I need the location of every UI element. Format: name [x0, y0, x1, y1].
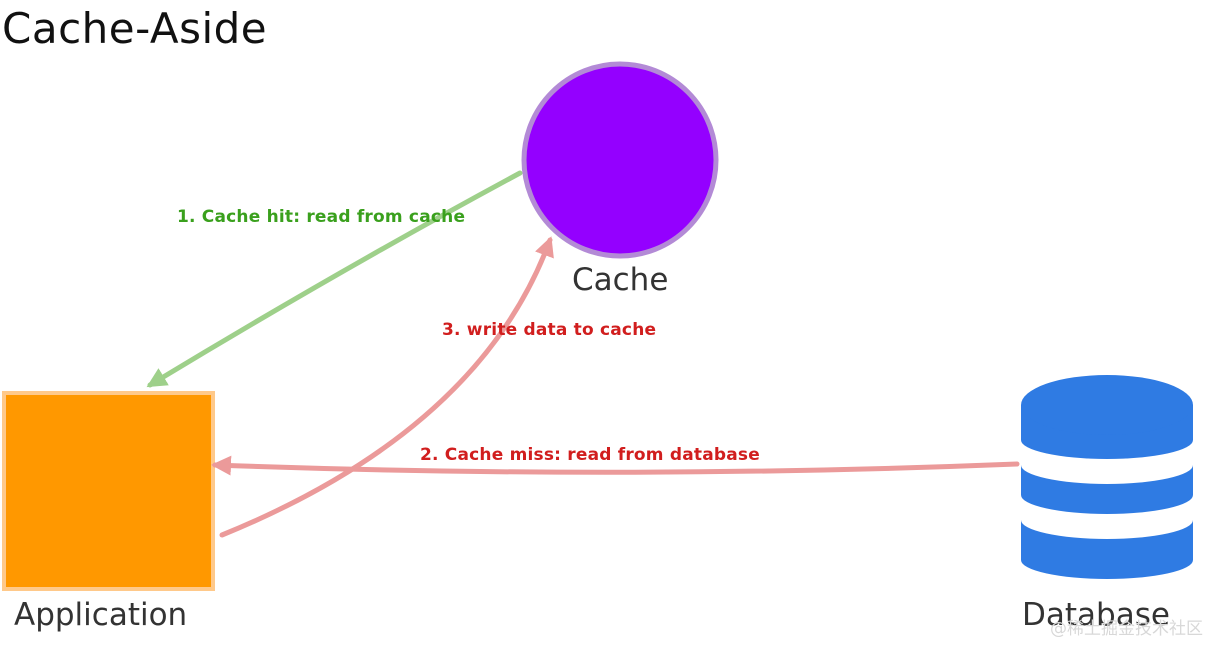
cache-hit-arrow	[146, 170, 523, 388]
database-icon	[1021, 375, 1193, 579]
write-cache-arrow	[219, 236, 554, 538]
cache-miss-label: 2. Cache miss: read from database	[420, 445, 760, 465]
write-cache-label: 3. write data to cache	[442, 320, 657, 340]
database-label: Database	[1022, 597, 1170, 633]
application-label: Application	[14, 597, 188, 633]
diagram-title: Cache-Aside	[2, 4, 268, 53]
application-node	[2, 391, 215, 591]
watermark: @稀土掘金技术社区	[1050, 619, 1203, 639]
cache-node	[521, 61, 719, 259]
cache-hit-label: 1. Cache hit: read from cache	[177, 207, 466, 227]
cache-miss-arrow	[211, 455, 1020, 476]
cache-label: Cache	[572, 262, 669, 298]
